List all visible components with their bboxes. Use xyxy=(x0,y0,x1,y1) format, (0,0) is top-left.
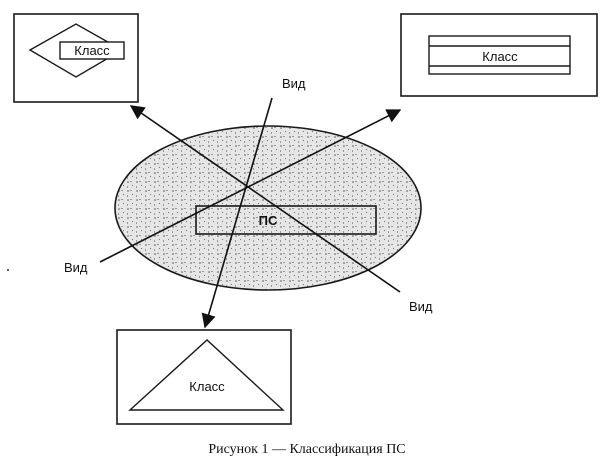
view-label-left: Вид xyxy=(64,260,88,275)
class-label-striped: Класс xyxy=(482,49,518,64)
view-arrow-to-diamond xyxy=(129,105,401,293)
view-label-right: Вид xyxy=(409,299,433,314)
triangle-shape xyxy=(128,339,285,411)
class-label-frame xyxy=(59,41,125,60)
view-arrow-to-triangle xyxy=(201,97,273,329)
software-label-frame xyxy=(195,205,377,235)
view-arrow-to-striped xyxy=(99,109,402,263)
view-label-top: Вид xyxy=(282,76,306,91)
figure-caption: Рисунок 1 — Классификация ПС xyxy=(208,442,405,457)
class-label-triangle: Класс xyxy=(189,379,225,394)
software-label: ПС xyxy=(259,213,278,228)
class-box-triangle: Класс xyxy=(116,329,292,425)
class-label-diamond: Класс xyxy=(74,43,110,58)
software-ellipse xyxy=(114,125,422,291)
class-box-diamond: Класс xyxy=(13,13,139,103)
stray-mark xyxy=(7,269,9,271)
striped-rectangle-shape xyxy=(428,35,571,75)
class-box-striped: Класс xyxy=(400,13,598,97)
